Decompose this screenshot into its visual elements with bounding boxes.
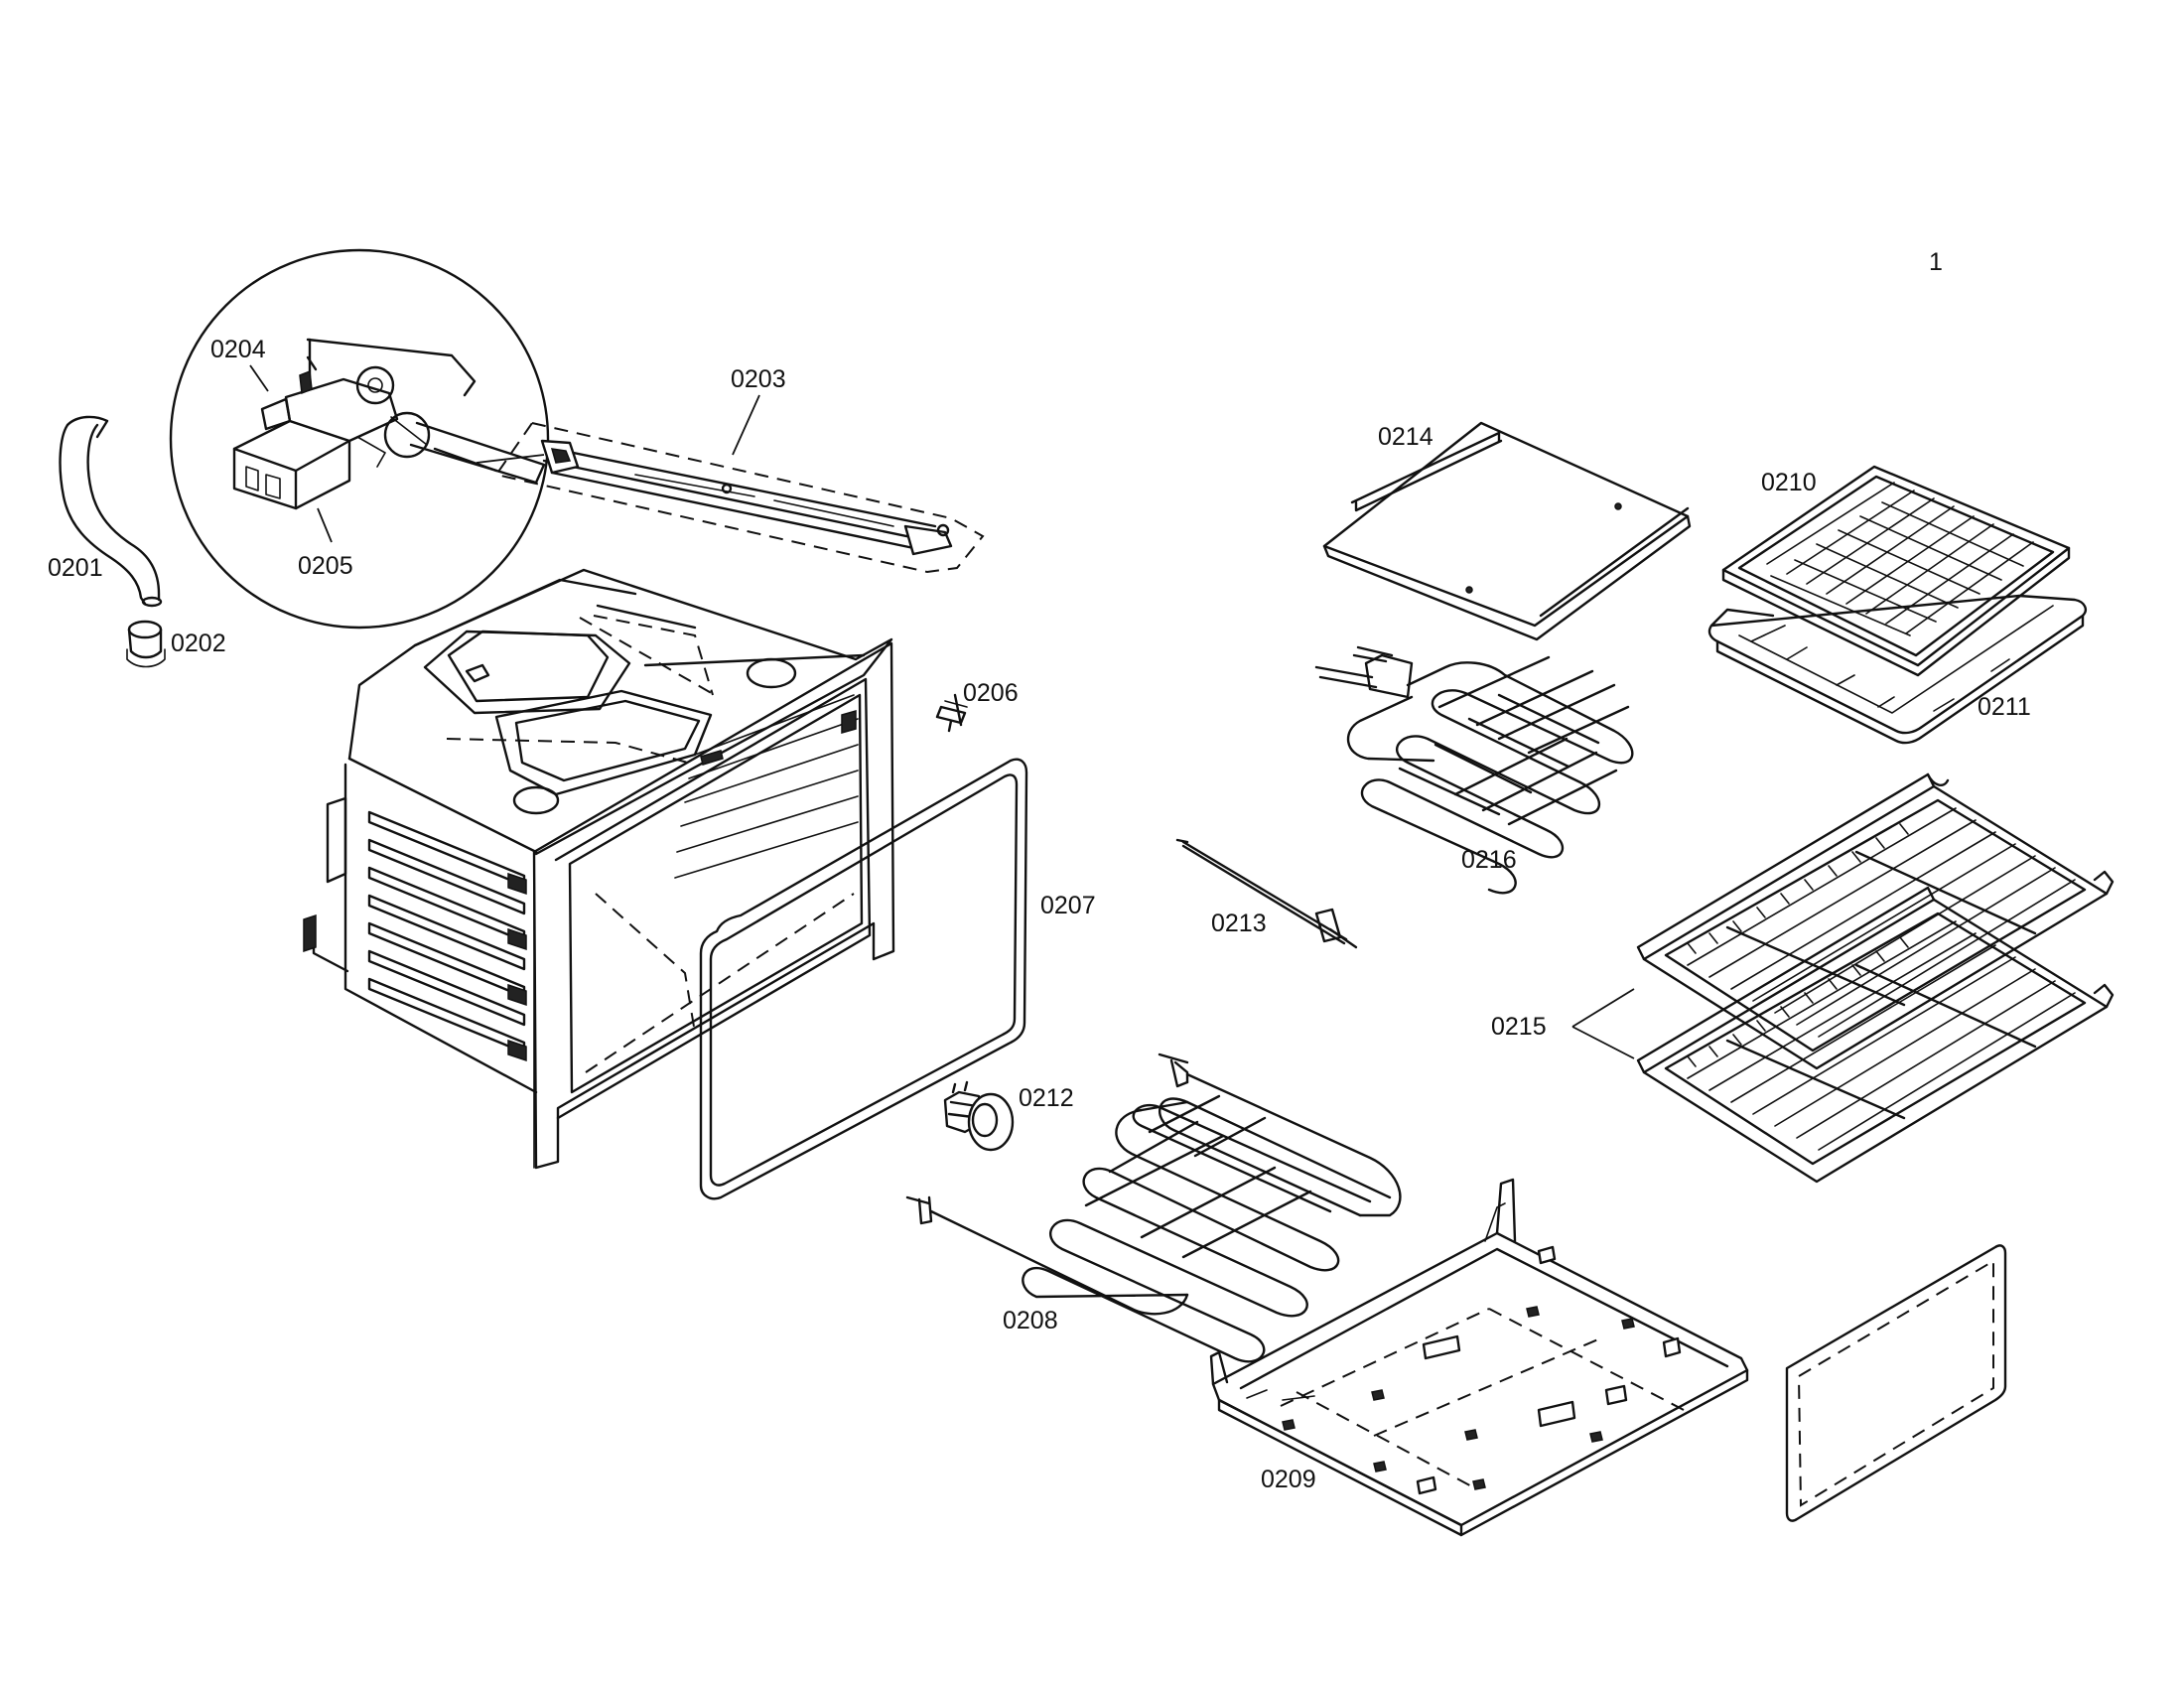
label-0205: 0205 — [298, 552, 353, 580]
part-0216-broil-element — [1314, 645, 1634, 895]
part-0209-bottom-panel — [1209, 1178, 1749, 1537]
part-0214-tray — [1322, 421, 1692, 641]
part-0210-broil-grid — [1721, 465, 2071, 677]
label-0215: 0215 — [1491, 1013, 1547, 1041]
part-0213-sensor — [1175, 838, 1358, 949]
label-0212: 0212 — [1019, 1084, 1074, 1112]
label-0204: 0204 — [210, 336, 266, 363]
label-0213: 0213 — [1211, 910, 1267, 937]
part-0211-broil-pan — [1707, 594, 2087, 745]
label-0203: 0203 — [731, 365, 786, 393]
detail-circle-switch — [169, 248, 550, 630]
label-0206: 0206 — [963, 679, 1019, 707]
label-0202: 0202 — [171, 630, 226, 657]
part-0203-rail-assembly — [494, 394, 985, 574]
label-0211: 0211 — [1978, 693, 2031, 721]
label-0216: 0216 — [1461, 846, 1517, 874]
label-0209: 0209 — [1261, 1466, 1316, 1493]
part-0212-light — [943, 1080, 1015, 1152]
label-0201: 0201 — [48, 554, 103, 582]
part-0207-gasket — [699, 758, 1028, 1200]
label-0210: 0210 — [1761, 469, 1817, 496]
label-0207: 0207 — [1040, 892, 1096, 919]
part-oven-cavity — [303, 568, 895, 1170]
part-0215-oven-racks — [1571, 772, 2115, 1184]
part-0206-stud — [935, 693, 968, 733]
part-0201-hose — [59, 415, 163, 608]
rear-panel — [1785, 1244, 2007, 1522]
label-0208: 0208 — [1003, 1307, 1058, 1334]
label-0214: 0214 — [1378, 423, 1433, 451]
page-mark: 1 — [1929, 248, 1943, 276]
part-0202-fitting — [126, 620, 166, 668]
part-0208-bake-element — [905, 1052, 1402, 1363]
